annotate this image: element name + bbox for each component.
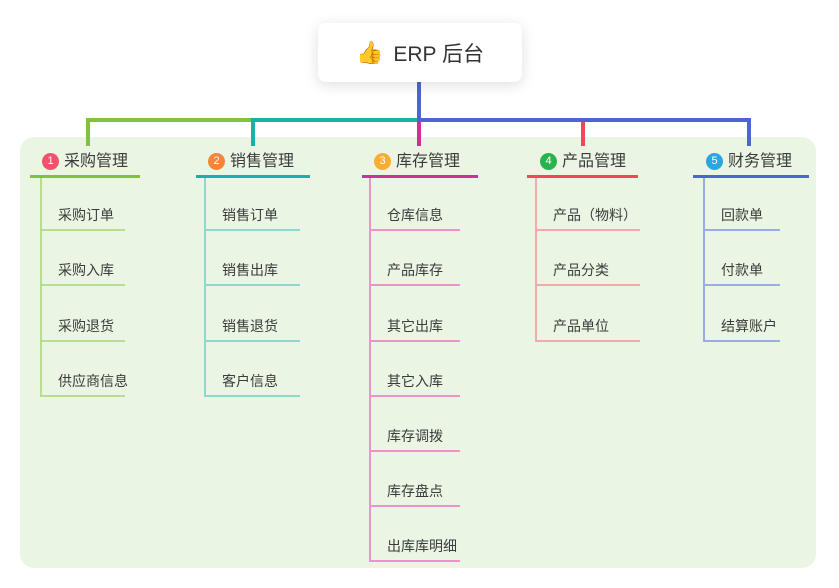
branch-number-badge: 4 [540, 153, 557, 170]
child-node-item[interactable]: 产品分类 [553, 262, 609, 278]
child-underline [369, 450, 460, 452]
child-underline [369, 560, 460, 562]
root-connector-line [417, 80, 421, 122]
children-connector-line [40, 178, 42, 397]
child-node-item[interactable]: 库存调拨 [387, 428, 443, 444]
child-node-item[interactable]: 结算账户 [721, 318, 777, 334]
child-node-item[interactable]: 销售退货 [222, 318, 278, 334]
connector-line [581, 118, 585, 146]
connector-line [252, 118, 421, 122]
child-underline [369, 395, 460, 397]
child-node-item[interactable]: 采购退货 [58, 318, 114, 334]
child-node-item[interactable]: 产品库存 [387, 262, 443, 278]
branches-panel [20, 137, 816, 568]
children-connector-line [535, 178, 537, 342]
child-node-item[interactable]: 采购入库 [58, 262, 114, 278]
child-node-item[interactable]: 仓库信息 [387, 207, 443, 223]
child-node-item[interactable]: 销售出库 [222, 262, 278, 278]
branch-label-finance[interactable]: 财务管理 [728, 153, 793, 170]
branch-label-inventory[interactable]: 库存管理 [396, 153, 461, 170]
child-underline [369, 340, 460, 342]
child-underline [204, 395, 300, 397]
child-underline [204, 229, 300, 231]
branch-underline [362, 175, 478, 178]
child-node-item[interactable]: 采购订单 [58, 207, 114, 223]
branch-underline [693, 175, 809, 178]
child-underline [369, 229, 460, 231]
branch-underline [527, 175, 638, 178]
child-underline [369, 505, 460, 507]
branch-underline [196, 175, 310, 178]
child-underline [703, 340, 780, 342]
child-underline [40, 229, 125, 231]
root-node[interactable]: 👍 ERP 后台 [318, 23, 522, 82]
branch-label-purchase[interactable]: 采购管理 [64, 153, 129, 170]
child-node-item[interactable]: 产品单位 [553, 318, 609, 334]
child-underline [40, 340, 125, 342]
child-node-item[interactable]: 付款单 [721, 262, 763, 278]
connector-line [417, 118, 421, 146]
children-connector-line [369, 178, 371, 562]
child-underline [204, 284, 300, 286]
child-underline [369, 284, 460, 286]
children-connector-line [703, 178, 705, 342]
connector-line [251, 118, 255, 146]
children-connector-line [204, 178, 206, 397]
child-node-item[interactable]: 回款单 [721, 207, 763, 223]
branch-number-badge: 2 [208, 153, 225, 170]
child-underline [204, 340, 300, 342]
branch-label-sales[interactable]: 销售管理 [230, 153, 295, 170]
child-node-item[interactable]: 供应商信息 [58, 373, 128, 389]
child-underline [40, 395, 125, 397]
branch-number-badge: 3 [374, 153, 391, 170]
child-underline [703, 284, 780, 286]
connector-line [419, 118, 751, 122]
child-underline [535, 340, 640, 342]
child-node-item[interactable]: 客户信息 [222, 373, 278, 389]
child-underline [40, 284, 125, 286]
child-node-item[interactable]: 其它入库 [387, 373, 443, 389]
child-node-item[interactable]: 其它出库 [387, 318, 443, 334]
thumbs-up-icon: 👍 [355, 39, 384, 65]
child-node-item[interactable]: 库存盘点 [387, 483, 443, 499]
child-node-item[interactable]: 出库库明细 [387, 538, 457, 554]
child-node-item[interactable]: 产品（物料） [553, 207, 637, 223]
branch-label-product[interactable]: 产品管理 [562, 153, 627, 170]
connector-line [747, 118, 751, 146]
root-label: ERP 后台 [393, 42, 485, 66]
branch-number-badge: 1 [42, 153, 59, 170]
child-underline [535, 229, 640, 231]
branch-number-badge: 5 [706, 153, 723, 170]
child-underline [535, 284, 640, 286]
child-node-item[interactable]: 销售订单 [222, 207, 278, 223]
branch-underline [30, 175, 140, 178]
child-underline [703, 229, 780, 231]
connector-line [86, 118, 90, 146]
